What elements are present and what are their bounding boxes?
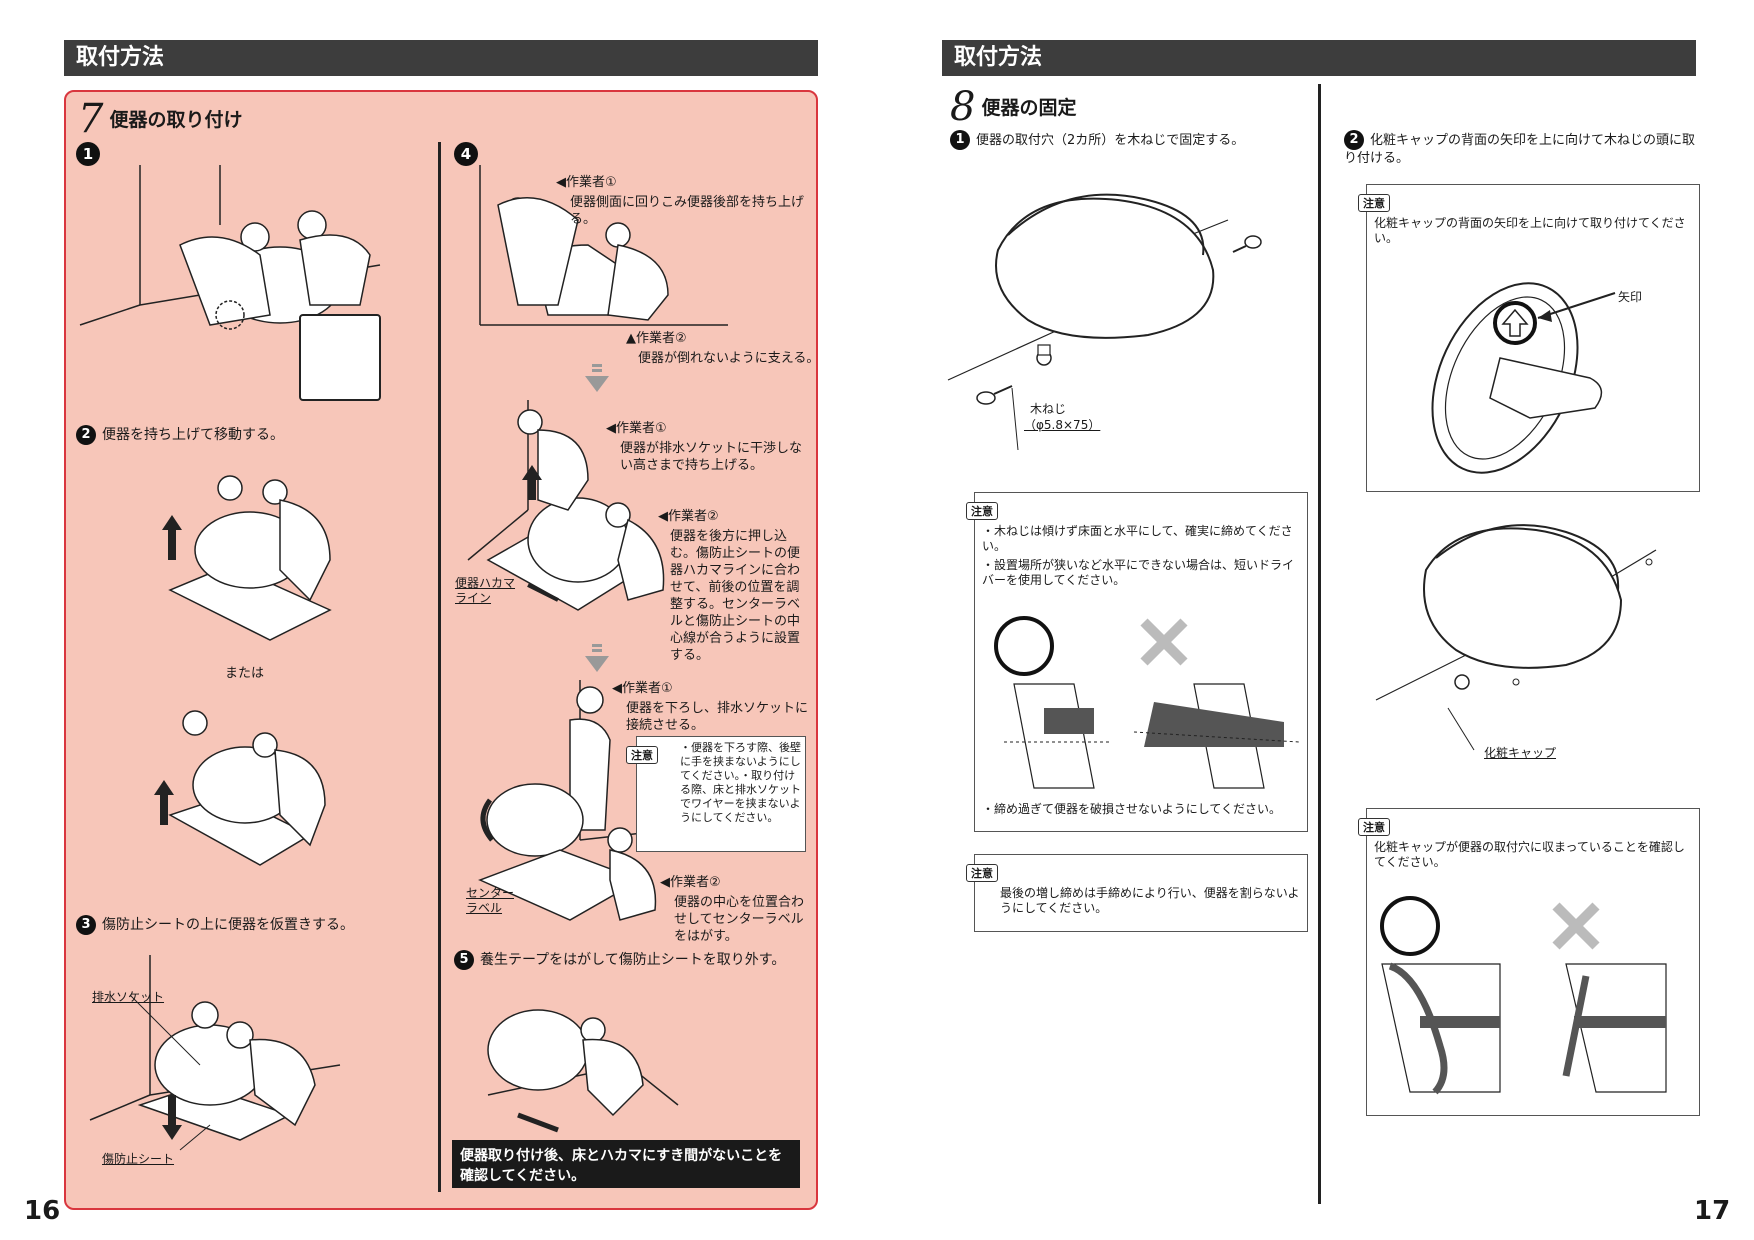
illustration-toilet-with-cap — [1375, 524, 1657, 751]
illustration-cap-back-arrow — [1431, 282, 1616, 474]
worker2-b-text: 便器を後方に押し込む。傷防止シートの便器ハカマラインに合わせて、前後の位置を調整… — [670, 529, 801, 663]
label-arrow: 矢印 — [1618, 290, 1643, 304]
step7-sub3-label: 傷防止シートの上に便器を仮置きする。 — [102, 917, 354, 933]
caution-screw-line1: ・木ねじは傾けず床面と水平にして、確実に締めてください。 — [982, 524, 1293, 553]
caution-box-lower — [636, 736, 806, 852]
caution-screw-line2: ・設置場所が狭いなど水平にできない場合は、短いドライバーを使用してください。 — [982, 558, 1295, 587]
label-wood-screw-size: （φ5.8×75） — [1024, 418, 1101, 432]
caution-lower-text: ・便器を下ろす際、後壁に手を挟まないようにしてください。・取り付ける際、床と排水… — [680, 741, 801, 824]
caution-badge-final: 注意 — [966, 864, 998, 882]
step8-title-text: 便器の固定 — [981, 97, 1077, 119]
caution-badge-screw: 注意 — [966, 502, 998, 520]
step7-sub2-marker: 2 — [76, 425, 96, 445]
caution-badge-arrow-up-text: 注意 — [1363, 197, 1385, 210]
caution-arrow-up-text: 化粧キャップの背面の矢印を上に向けて取り付けてください。 — [1374, 216, 1686, 245]
step7-sub2-label: 便器を持ち上げて移動する。 — [102, 427, 284, 443]
step7-number: 7 — [78, 96, 104, 142]
correct-screw-diagram — [994, 616, 1109, 789]
caution-badge-arrow-up: 注意 — [1358, 194, 1390, 212]
step7-sub5-marker: 5 — [454, 950, 474, 970]
caution-badge-screw-text: 注意 — [971, 505, 993, 518]
illustration-sub4-lift — [479, 165, 728, 326]
worker2-c-label: ◀作業者② — [660, 875, 721, 890]
caution-badge-cap-fit-text: 注意 — [1363, 821, 1385, 834]
illustration-workers-carry-toilet-b — [154, 710, 326, 866]
label-drain-socket: 排水ソケット — [92, 990, 165, 1004]
worker1-a-label: ◀作業者① — [556, 175, 617, 190]
worker2-b-label: ◀作業者② — [658, 509, 719, 524]
worker1-b-text: 便器が排水ソケットに干渉しない高さまで持ち上げる。 — [620, 441, 803, 473]
right-section-header: 取付方法 — [942, 40, 1696, 76]
label-wood-screw: 木ねじ — [1030, 402, 1067, 416]
step8-sub1-label: 便器の取付穴（2カ所）を木ねじで固定する。 — [976, 133, 1245, 148]
caution-final-text: 最後の増し締めは手締めにより行い、便器を割らないようにしてください。 — [1000, 886, 1300, 915]
step7-sub2-text: 2 便器を持ち上げて移動する。 — [76, 425, 284, 445]
worker1-c-label: ◀作業者① — [612, 681, 673, 696]
notice-box-floor-gap: 便器取り付け後、床とハカマにすき間がないことを確認してください。 — [452, 1140, 800, 1188]
step7-sub1-marker: 1 — [76, 142, 100, 166]
step7-sub5-label: 養生テープをはがして傷防止シートを取り外す。 — [480, 952, 786, 968]
left-column-divider — [438, 142, 441, 1192]
or-text: または — [225, 666, 265, 681]
down-arrow-2 — [585, 644, 609, 672]
page-number-left: 16 — [24, 1196, 61, 1226]
worker2-a-label: ▲作業者② — [626, 331, 687, 346]
illustration-remove-sheet — [487, 1009, 679, 1133]
down-arrow-1 — [585, 364, 609, 392]
incorrect-cap-diagram — [1552, 902, 1667, 1093]
label-protect-sheet: 傷防止シート — [102, 1152, 175, 1166]
incorrect-screw-diagram — [1133, 618, 1300, 789]
caution-badge-lower-text: 注意 — [631, 749, 653, 762]
illustration-sub4-push — [467, 400, 665, 611]
caution-badge-final-text: 注意 — [971, 867, 993, 880]
label-center-label: センターラベル — [466, 886, 515, 915]
step8-sub1-text: 1 便器の取付穴（2カ所）を木ねじで固定する。 — [950, 130, 1310, 150]
step7-sub3-marker: 3 — [76, 915, 96, 935]
illustration-sub4-lower — [478, 680, 671, 921]
page-number-right: 17 — [1694, 1196, 1731, 1226]
caution-cap-fit-text: 化粧キャップが便器の取付穴に収まっていることを確認してください。 — [1374, 840, 1685, 869]
step8-sub2-label: 化粧キャップの背面の矢印を上に向けて木ねじの頭に取り付ける。 — [1344, 133, 1696, 166]
caution-screw-line3: ・締め過ぎて便器を破損させないようにしてください。 — [982, 802, 1282, 816]
illustration-workers-carry-toilet-a — [162, 475, 332, 641]
step8-number: 8 — [950, 84, 976, 130]
step8-sub2-marker: 2 — [1344, 130, 1364, 150]
illustration-workers-lift-toilet-1 — [79, 165, 381, 401]
caution-badge-lower: 注意 — [626, 746, 658, 764]
worker2-c-text: 便器の中心を位置合わせしてセンターラベルをはがす。 — [674, 895, 805, 944]
left-section-header: 取付方法 — [64, 40, 818, 76]
step7-sub3-text: 3 傷防止シートの上に便器を仮置きする。 — [76, 915, 354, 935]
label-hakama-line: 便器ハカマライン — [455, 576, 516, 605]
correct-cap-diagram — [1380, 896, 1501, 1095]
worker2-a-text: 便器が倒れないように支える。 — [638, 351, 820, 366]
step7-sub4-marker: 4 — [454, 142, 478, 166]
worker1-a-text: 便器側面に回りこみ便器後部を持ち上げる。 — [570, 195, 805, 227]
step7-panel — [64, 90, 818, 1210]
step8-sub1-marker: 1 — [950, 130, 970, 150]
right-column-divider — [1318, 84, 1321, 1204]
worker1-c-text: 便器を下ろし、排水ソケットに接続させる。 — [626, 701, 809, 733]
worker1-b-label: ◀作業者① — [606, 421, 667, 436]
step7-title-text: 便器の取り付け — [109, 109, 243, 131]
illustration-place-on-sheet — [89, 955, 341, 1151]
step7-sub5-text: 5 養生テープをはがして傷防止シートを取り外す。 — [454, 950, 785, 970]
illustration-toilet-screw-fixing — [947, 193, 1262, 451]
caution-badge-cap-fit: 注意 — [1358, 818, 1390, 836]
caution-box-final-tighten — [974, 854, 1308, 932]
label-cap: 化粧キャップ — [1484, 746, 1557, 760]
